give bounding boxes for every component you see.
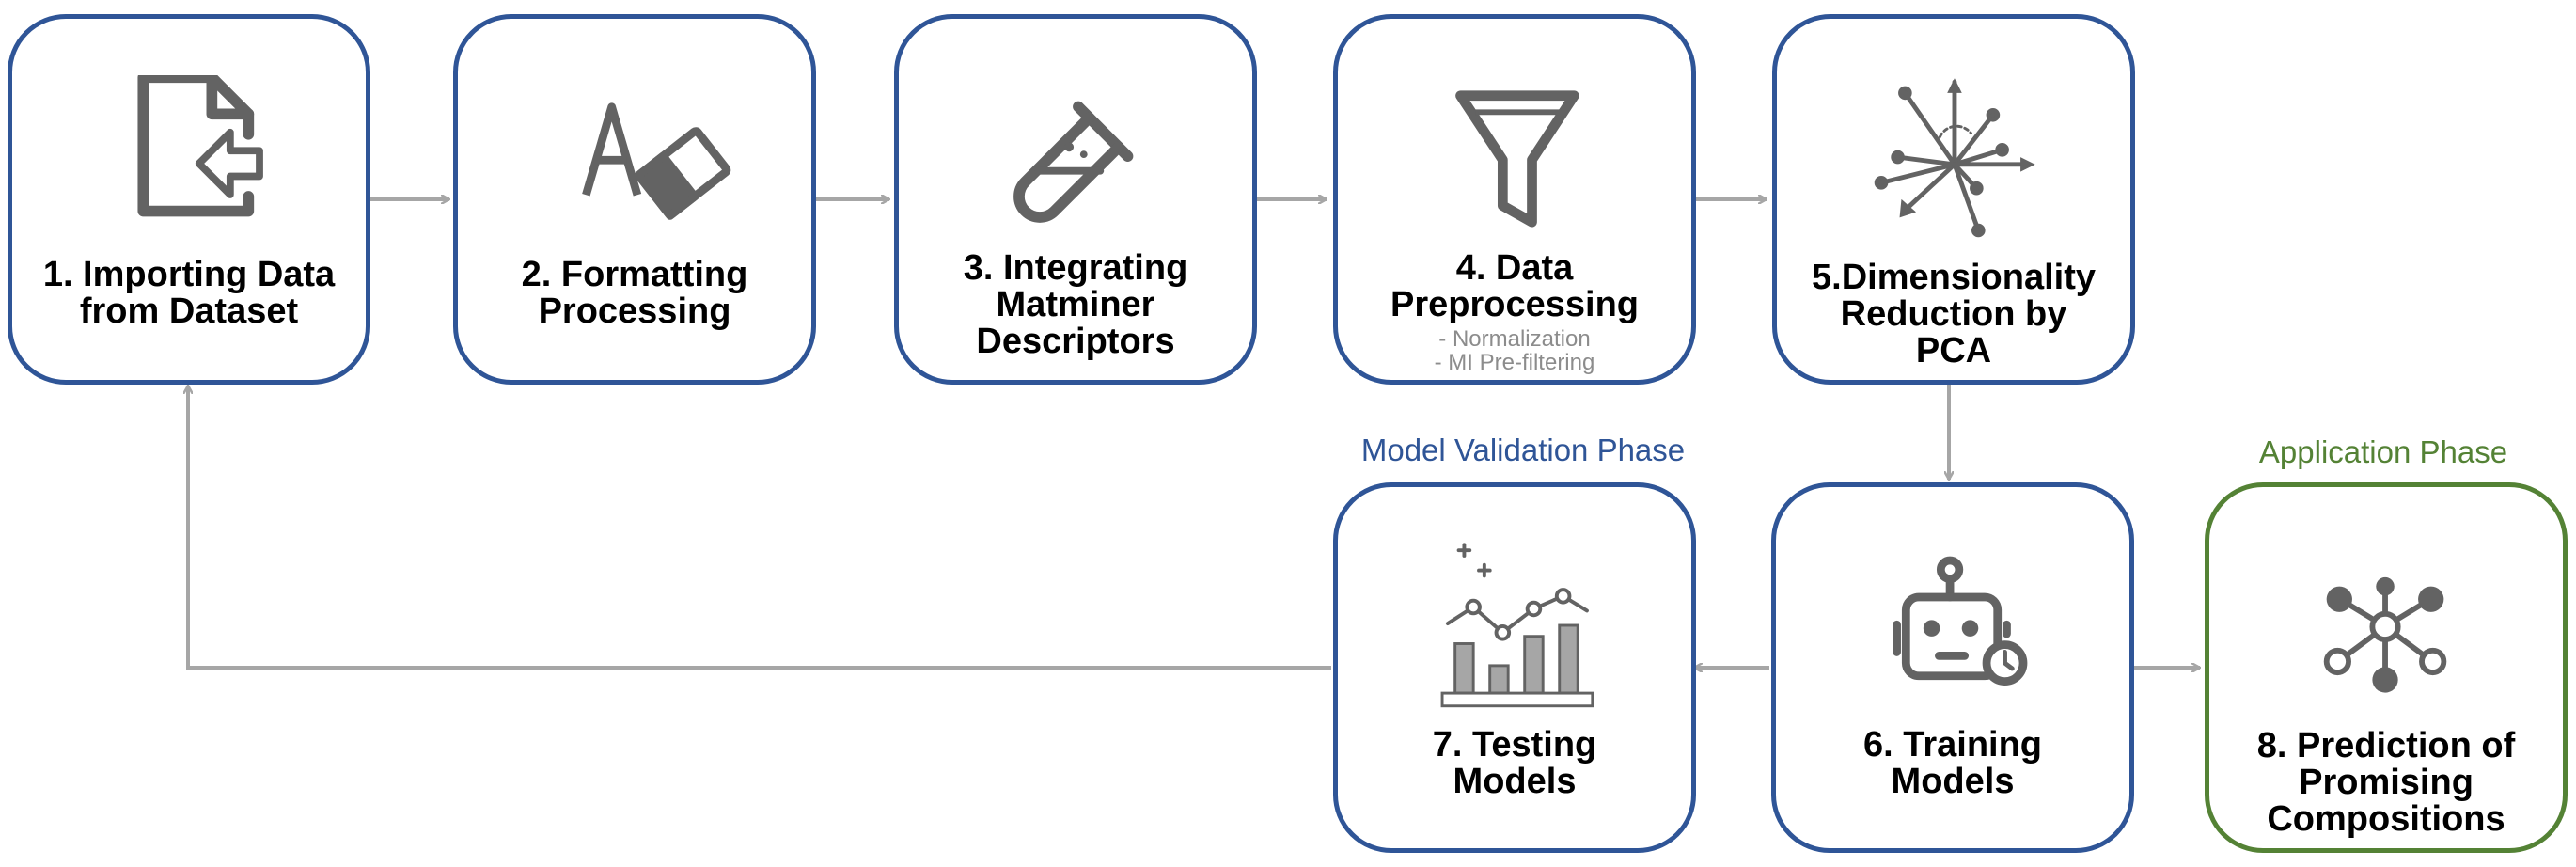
step-5-title-line-1: 5.Dimensionality — [1812, 258, 2096, 297]
step-7-box: 7. Testing Models — [1333, 482, 1696, 853]
robot-clock-icon — [1893, 556, 2028, 686]
step-2-title-line-1: 2. Formatting — [521, 255, 748, 294]
step-4-title-line-1: 4. Data — [1455, 248, 1574, 288]
step-8-title-line-2: Promising — [2299, 763, 2474, 802]
step-2-box: 2. Formatting Processing — [453, 14, 816, 385]
step-3-title-line-2: Matminer — [996, 285, 1155, 324]
step-5-title-line-3: PCA — [1915, 331, 1992, 370]
network-hub-icon — [2323, 576, 2447, 693]
text-eraser-icon — [582, 102, 731, 220]
step-7-title-line-2: Models — [1453, 762, 1577, 801]
step-4-title-line-2: Preprocessing — [1390, 285, 1639, 324]
test-tube-icon — [1013, 101, 1134, 223]
step-5-box: 5.Dimensionality Reduction by PCA — [1772, 14, 2135, 385]
step-3-title-line-3: Descriptors — [976, 322, 1175, 361]
step-1-box: 1. Importing Data from Dataset — [8, 14, 370, 385]
step-7-title-line-1: 7. Testing — [1432, 725, 1597, 765]
arrow-7-to-1-loop — [188, 386, 1331, 670]
step-1-title-line-2: from Dataset — [79, 292, 299, 331]
bar-line-chart-icon — [1440, 543, 1594, 708]
step-8-title-line-3: Compositions — [2267, 799, 2505, 839]
step-4-box: 4. Data Preprocessing - Normalization - … — [1333, 14, 1696, 385]
funnel-filter-icon — [1455, 90, 1579, 228]
step-4-sub-normalization: - Normalization — [1438, 326, 1591, 352]
pca-vectors-icon — [1874, 78, 2035, 238]
step-8-box: 8. Prediction of Promising Compositions — [2205, 482, 2568, 853]
step-8-title-line-1: 8. Prediction of — [2256, 726, 2516, 765]
step-6-title-line-1: 6. Training — [1862, 725, 2043, 765]
step-1-title-line-1: 1. Importing Data — [42, 255, 336, 294]
step-5-title-line-2: Reduction by — [1840, 294, 2067, 334]
phase-label-application: Application Phase — [2258, 434, 2508, 469]
step-4-sub-mi-prefiltering: - MI Pre-filtering — [1434, 350, 1595, 375]
step-6-box: 6. Training Models — [1771, 482, 2134, 853]
step-6-title-line-2: Models — [1891, 762, 2015, 801]
phase-label-validation: Model Validation Phase — [1360, 433, 1686, 467]
step-2-title-line-2: Processing — [538, 292, 731, 331]
step-3-title-line-1: 3. Integrating — [963, 248, 1188, 288]
import-file-icon — [137, 75, 263, 217]
step-3-box: 3. Integrating Matminer Descriptors — [894, 14, 1257, 385]
